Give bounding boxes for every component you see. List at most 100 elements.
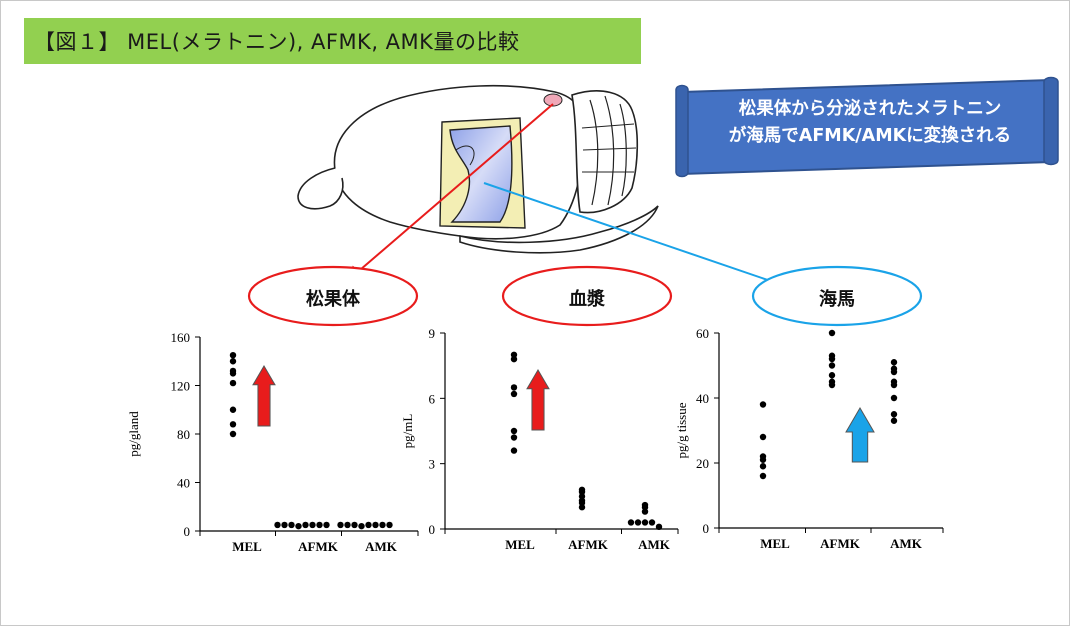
region-label-hippocampus: 海馬 (819, 289, 855, 310)
data-point (828, 329, 836, 337)
data-point (890, 368, 898, 376)
olfactory-bulb (297, 167, 344, 210)
y-tick-label: 0 (703, 521, 710, 536)
data-point (759, 463, 767, 470)
x-tick-label: MEL (760, 536, 790, 551)
data-point (828, 355, 836, 363)
data-point (358, 522, 365, 530)
data-point (510, 384, 518, 391)
trend-arrow-up-icon (526, 369, 550, 431)
data-point (337, 521, 344, 529)
y-tick-label: 0 (184, 524, 191, 539)
data-point (759, 472, 767, 480)
x-tick-label: MEL (505, 537, 535, 552)
data-point (288, 521, 295, 529)
slide-title: 【図１】 MEL(メラトニン), AFMK, AMK量の比較 (34, 30, 520, 54)
data-point (655, 523, 663, 531)
data-point (229, 430, 237, 438)
brainstem (459, 205, 659, 254)
banner-line-1: 松果体から分泌されたメラトニン (738, 99, 1002, 119)
data-point (323, 521, 330, 529)
data-point (890, 394, 898, 402)
data-point (648, 519, 656, 526)
data-point (295, 522, 302, 530)
data-point (510, 390, 518, 398)
data-point (229, 370, 237, 377)
data-point (281, 521, 288, 529)
pineal-gland (543, 93, 563, 107)
data-point (634, 519, 642, 526)
cerebellum (571, 90, 639, 214)
data-point (229, 406, 237, 413)
hippocampus (449, 125, 513, 223)
trend-arrow-up-icon (252, 365, 276, 427)
trend-arrow-up-icon (845, 407, 875, 463)
data-point (372, 521, 379, 529)
data-point (828, 362, 836, 369)
x-tick-label: AMK (638, 537, 671, 552)
data-point (890, 417, 898, 424)
data-point (510, 447, 518, 454)
region-label-pineal: 松果体 (306, 289, 360, 310)
data-point (229, 421, 237, 428)
x-tick-label: MEL (232, 539, 262, 554)
data-point (578, 504, 586, 511)
data-point (759, 456, 767, 463)
data-point (351, 521, 358, 529)
data-point (641, 508, 649, 515)
y-tick-label: 9 (429, 326, 436, 341)
y-axis-label: pg/g tissue (674, 402, 689, 458)
data-point (229, 379, 237, 387)
data-point (379, 521, 386, 529)
data-point (229, 351, 237, 359)
data-point (302, 521, 309, 529)
data-point (229, 358, 237, 365)
data-point (890, 359, 898, 366)
data-point (759, 401, 767, 408)
data-point (274, 521, 281, 529)
x-tick-label: AMK (365, 539, 398, 554)
y-tick-label: 120 (171, 379, 191, 394)
data-point (309, 521, 316, 529)
annotation-banner-text: 松果体から分泌されたメラトニン が海馬でAFMK/AMKに変換される (690, 96, 1050, 150)
y-axis-label: pg/mL (400, 414, 415, 449)
x-tick-label: AFMK (298, 539, 339, 554)
annotation-banner (675, 76, 1059, 178)
data-point (890, 381, 898, 389)
y-tick-label: 80 (177, 427, 190, 442)
y-tick-label: 40 (177, 476, 190, 491)
hippocampus-connector-arrow (483, 182, 799, 293)
x-tick-label: AMK (890, 536, 923, 551)
y-tick-label: 40 (696, 391, 709, 406)
data-point (828, 372, 836, 379)
x-tick-label: AFMK (820, 536, 861, 551)
pineal-connector-arrow (344, 103, 554, 284)
x-tick-label: AFMK (568, 537, 609, 552)
y-tick-label: 3 (429, 457, 436, 472)
data-point (828, 381, 836, 389)
data-point (365, 521, 372, 529)
data-point (510, 434, 518, 441)
region-label-plasma: 血漿 (569, 289, 605, 310)
data-point (627, 519, 635, 526)
data-point (344, 521, 351, 529)
y-tick-label: 6 (429, 391, 436, 406)
y-axis-label: pg/gland (126, 411, 141, 457)
banner-line-2: が海馬でAFMK/AMKに変換される (728, 126, 1012, 146)
y-tick-label: 160 (171, 330, 191, 345)
y-tick-label: 60 (696, 326, 709, 341)
title-banner: 【図１】 MEL(メラトニン), AFMK, AMK量の比較 (24, 18, 641, 64)
data-point (641, 519, 649, 526)
y-tick-label: 0 (429, 522, 436, 537)
data-point (510, 355, 518, 363)
y-tick-label: 20 (696, 456, 709, 471)
data-point (316, 521, 323, 529)
data-point (890, 411, 898, 418)
data-point (510, 427, 518, 435)
data-point (759, 433, 767, 441)
data-point (386, 521, 393, 529)
